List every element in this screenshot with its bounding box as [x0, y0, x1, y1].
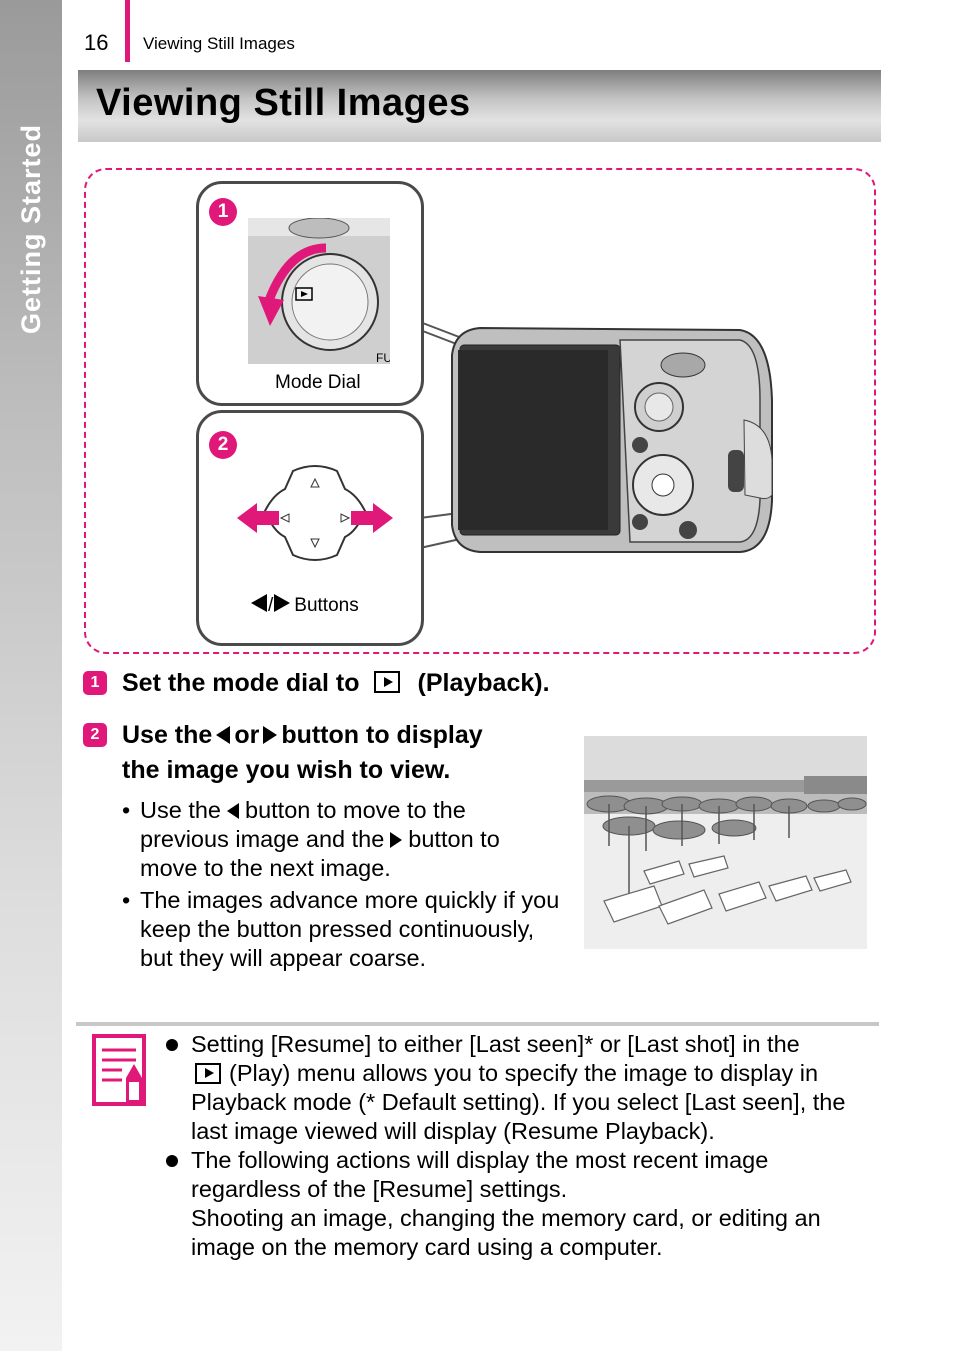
note-text: Setting [Resume] to either [Last seen]* … [166, 1030, 874, 1262]
callout-badge-1: 1 [209, 198, 237, 226]
page-title: Viewing Still Images [96, 82, 471, 124]
section-sidebar: Getting Started [0, 0, 62, 1351]
step-2-heading: Use the or button to display the image you… [122, 718, 572, 788]
step-2-text-b: or [234, 721, 260, 749]
mode-dial-illustration: FU [248, 218, 390, 364]
step-2-line-2: the image you wish to view. [122, 756, 451, 784]
step-2-text-a: Use the [122, 721, 213, 749]
note-item-1-text-b: (Play) menu allows you to specify the im… [191, 1060, 846, 1144]
page-number: 16 [84, 30, 109, 55]
mode-dial-caption: Mode Dial [275, 372, 361, 393]
right-arrow-icon [274, 594, 291, 612]
note-item-2-text-b: Shooting an image, changing the memory c… [191, 1205, 821, 1260]
left-arrow-icon [216, 726, 231, 744]
control-pad-illustration [237, 465, 393, 561]
step-2-line-1: Use the or button to display [122, 718, 572, 753]
note-item-1: Setting [Resume] to either [Last seen]* … [166, 1030, 874, 1146]
step-number-2: 2 [83, 723, 107, 747]
left-arrow-icon [251, 594, 267, 612]
bullet-item: The images advance more quickly if you k… [120, 886, 560, 973]
running-title: Viewing Still Images [143, 34, 295, 53]
camera-body-illustration [419, 321, 773, 553]
playback-icon [373, 671, 400, 693]
title-bar: Viewing Still Images [78, 70, 881, 142]
mode-dial-callout: FU 1 Mode Dial [196, 181, 424, 406]
step-number-1: 1 [83, 671, 107, 695]
buttons-caption-text: Buttons [294, 595, 359, 616]
note-item-2-text-a: The following actions will display the m… [191, 1147, 769, 1202]
right-arrow-icon [263, 726, 278, 744]
caption-separator: / [268, 595, 274, 616]
bullet-1-text-b: button to move to the previous image and… [140, 797, 466, 852]
step-1-text-before: Set the mode dial to [122, 669, 360, 697]
left-arrow-icon [227, 803, 239, 819]
bullet-1-text-a: Use the [140, 797, 221, 823]
step-1-heading: Set the mode dial to (Playback). [122, 666, 550, 701]
beach-photo [584, 736, 867, 949]
note-divider [76, 1022, 879, 1026]
right-arrow-icon [390, 832, 403, 848]
buttons-caption: / Buttons [250, 594, 359, 617]
step-2-text-c: button to display [281, 721, 483, 749]
play-menu-icon [195, 1063, 221, 1084]
camera-illustration [84, 168, 876, 654]
note-item-1-text-a: Setting [Resume] to either [Last seen]* … [191, 1031, 800, 1057]
bullet-1-text-c: button to move to the next image. [140, 826, 500, 881]
svg-text:FU: FU [376, 351, 390, 364]
callout-badge-2: 2 [209, 431, 237, 459]
header-accent-rule [125, 0, 130, 62]
memo-icon [92, 1034, 146, 1106]
buttons-callout: 2 / Buttons [196, 410, 424, 646]
step-1-text-after: (Playback). [417, 669, 550, 697]
note-item-2: The following actions will display the m… [166, 1146, 874, 1262]
